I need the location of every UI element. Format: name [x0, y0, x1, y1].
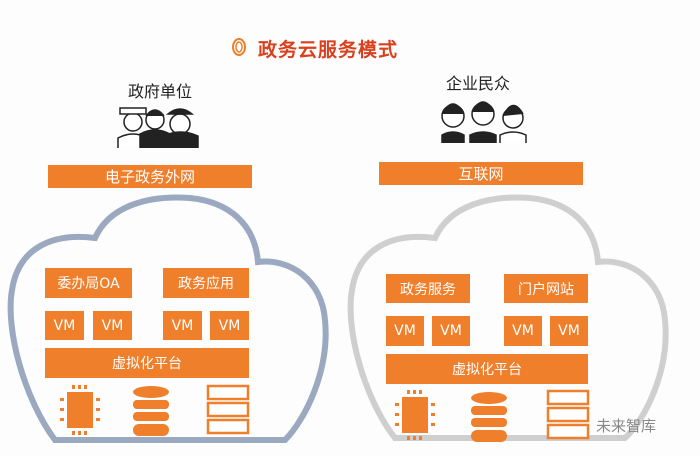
server-rack-icon [206, 384, 250, 435]
cloud-left [7, 194, 329, 443]
virtualization-platform: 虚拟化平台 [45, 348, 249, 378]
vm-box: VM [93, 311, 132, 340]
app-box: 政务服务 [386, 274, 470, 303]
vm-box: VM [163, 311, 202, 340]
network-internet: 互联网 [379, 162, 583, 185]
app-box: 委办局OA [45, 268, 132, 298]
group-label-government: 政府单位 [128, 82, 193, 101]
cpu-chip-icon [60, 385, 100, 435]
vm-box: VM [432, 316, 470, 346]
page-title: 政务云服务模式 [258, 39, 399, 61]
server-rack-icon [546, 389, 590, 440]
app-box: 政务应用 [163, 268, 249, 298]
vm-box: VM [550, 316, 588, 346]
title-bullet-icon [232, 38, 246, 56]
vm-box: VM [386, 316, 424, 346]
cloud-right [347, 194, 669, 441]
watermark: 未来智库 [596, 417, 657, 435]
database-icon [133, 386, 169, 436]
vm-box: VM [45, 311, 84, 340]
vm-box: VM [504, 316, 542, 346]
virtualization-platform: 虚拟化平台 [386, 354, 588, 384]
public-people-icon [441, 101, 527, 143]
government-people-icon [117, 107, 199, 148]
app-box: 门户网站 [504, 274, 588, 303]
group-label-public: 企业民众 [446, 74, 511, 93]
database-icon [471, 392, 507, 442]
vm-box: VM [210, 311, 249, 340]
cpu-chip-icon [395, 390, 435, 440]
network-egov-extranet: 电子政务外网 [48, 165, 252, 188]
